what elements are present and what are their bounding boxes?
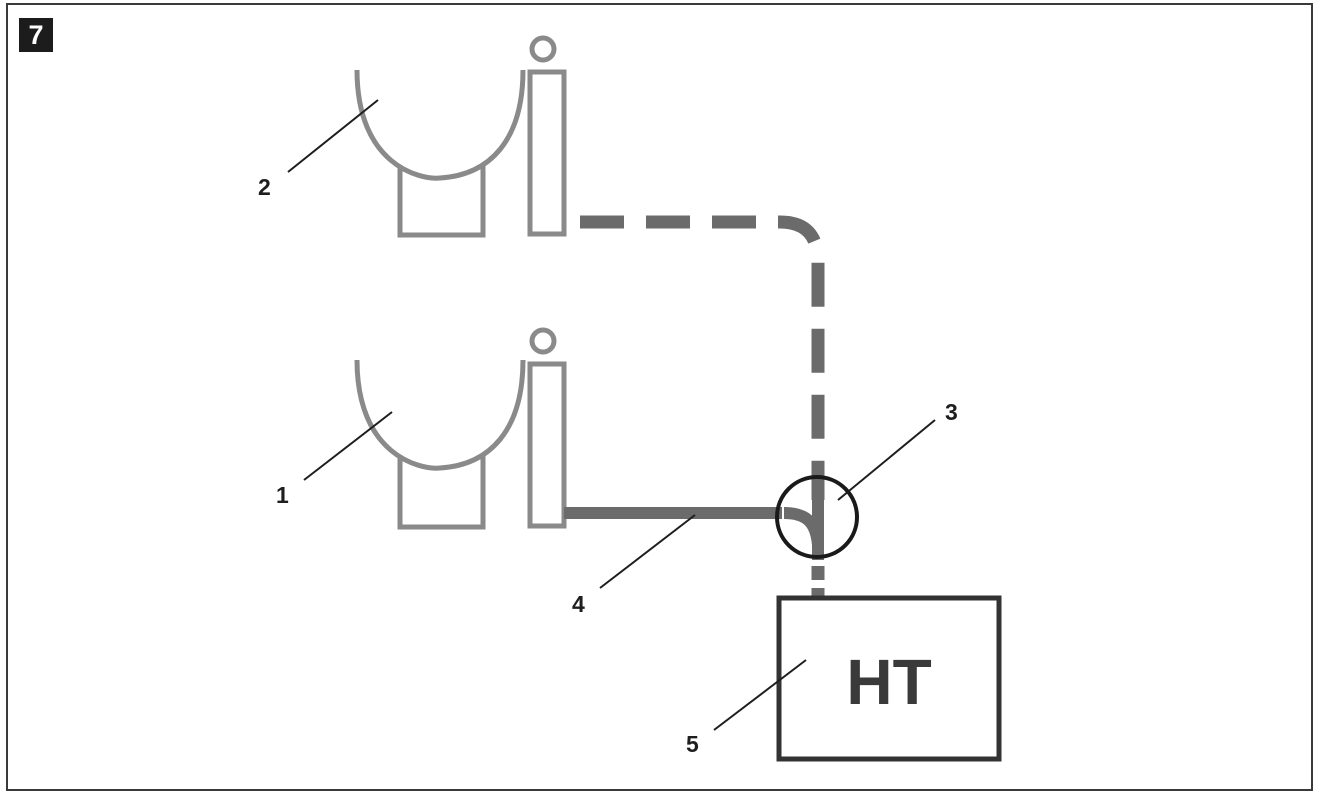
callout-2: 2: [258, 174, 271, 200]
ht-tank-label: HT: [846, 646, 931, 718]
toilet-1-flush-pipe: [527, 361, 567, 529]
toilet-1-flush-knob: [529, 327, 557, 355]
figure-number-badge: 7: [19, 18, 53, 52]
toilet-1-bowl: [354, 359, 526, 471]
toilet-1: [354, 327, 567, 530]
callout-4: 4: [572, 591, 585, 617]
figure-frame: [6, 3, 1313, 791]
ht-tank-box: [776, 595, 1002, 762]
toilet-2: [354, 35, 567, 238]
leader-line-1: [303, 411, 393, 481]
leader-line-4: [599, 514, 696, 589]
leader-line-5: [713, 659, 807, 731]
callout-5: 5: [686, 731, 699, 757]
toilet-2-bowl: [354, 69, 526, 181]
toilet-2-flush-pipe: [527, 69, 567, 237]
leader-line-2: [287, 99, 379, 173]
junction-y-connector: [783, 495, 824, 560]
callout-1: 1: [276, 482, 289, 508]
junction-ring: [775, 475, 859, 559]
toilet-2-flush-knob: [529, 35, 557, 63]
leader-line-3: [837, 419, 936, 501]
dashed-pipe-toilet-2: [580, 215, 825, 500]
callout-3: 3: [945, 399, 958, 425]
